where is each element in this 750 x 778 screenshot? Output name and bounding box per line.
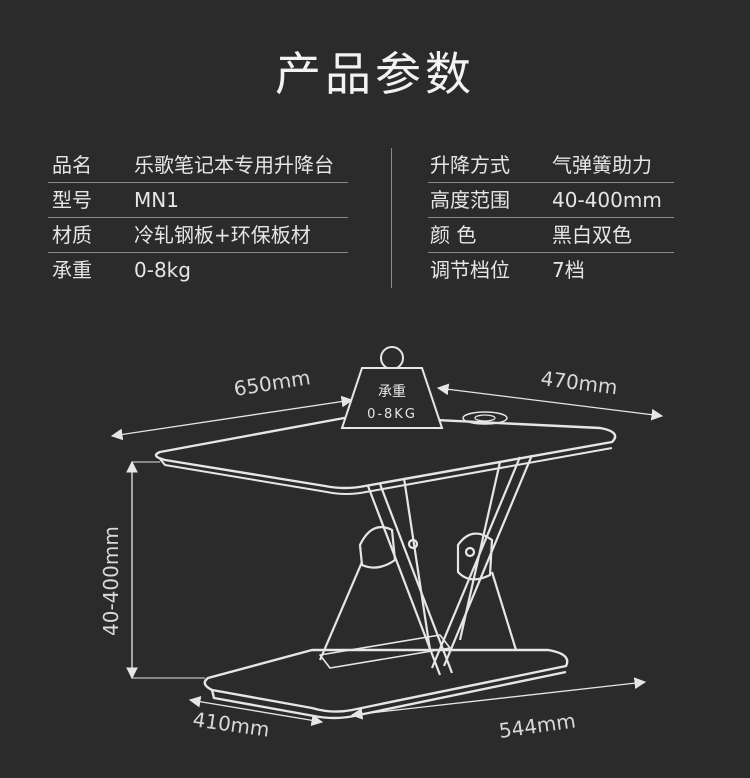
spec-value: 40-400mm [552,188,662,212]
dim-height-label: 40-400mm [99,526,123,636]
divider [428,182,674,183]
scissor-frame [318,454,534,676]
spec-key: 型号 [52,188,92,212]
weight-label: 承重 [378,384,406,400]
dim-410-label: 410mm [191,707,271,742]
spec-row: 品名 乐歌笔记本专用升降台 升降方式 气弹簧助力 [48,148,674,183]
divider [48,217,348,218]
spec-key: 高度范围 [430,188,510,212]
divider [48,182,348,183]
base-frame [203,634,569,720]
spec-row: 承重 0-8kg 调节档位 7档 [48,253,674,288]
dim-470-line [436,383,664,421]
tabletop [154,411,617,495]
page-title: 产品参数 [275,47,475,101]
spec-key: 颜 色 [430,223,477,247]
spec-table: 品名 乐歌笔记本专用升降台 升降方式 气弹簧助力 型号 MN1 高度范围 40-… [48,148,674,288]
spec-row: 型号 MN1 高度范围 40-400mm [48,183,674,218]
spec-value: 7档 [552,258,585,282]
dim-650-line [110,395,354,441]
spec-row: 材质 冷轧钢板+环保板材 颜 色 黑白双色 [48,218,674,253]
dim-410-line [188,695,324,727]
weight-value: 0-8KG [367,407,417,422]
spec-value: 0-8kg [134,258,191,282]
spec-key: 升降方式 [430,153,510,177]
column-divider [391,148,392,288]
divider [48,252,348,253]
spec-value: 黑白双色 [552,223,632,247]
spec-value: 乐歌笔记本专用升降台 [134,153,334,177]
spec-key: 承重 [52,258,92,282]
spec-value: 冷轧钢板+环保板材 [134,223,311,247]
dim-544-label: 544mm [497,708,577,743]
dim-650-label: 650mm [232,365,312,401]
dim-470-label: 470mm [539,366,618,399]
divider [428,252,674,253]
dim-544-line [350,677,647,720]
spec-value: 气弹簧助力 [552,153,652,177]
weight-badge: 承重 0-8KG [340,346,444,429]
dimension-lines [110,383,664,727]
spec-value: MN1 [134,188,179,212]
divider [428,217,674,218]
spec-key: 材质 [52,223,92,247]
cup-holder-icon [462,411,508,425]
spec-key: 品名 [52,153,92,177]
spec-key: 调节档位 [430,258,510,282]
